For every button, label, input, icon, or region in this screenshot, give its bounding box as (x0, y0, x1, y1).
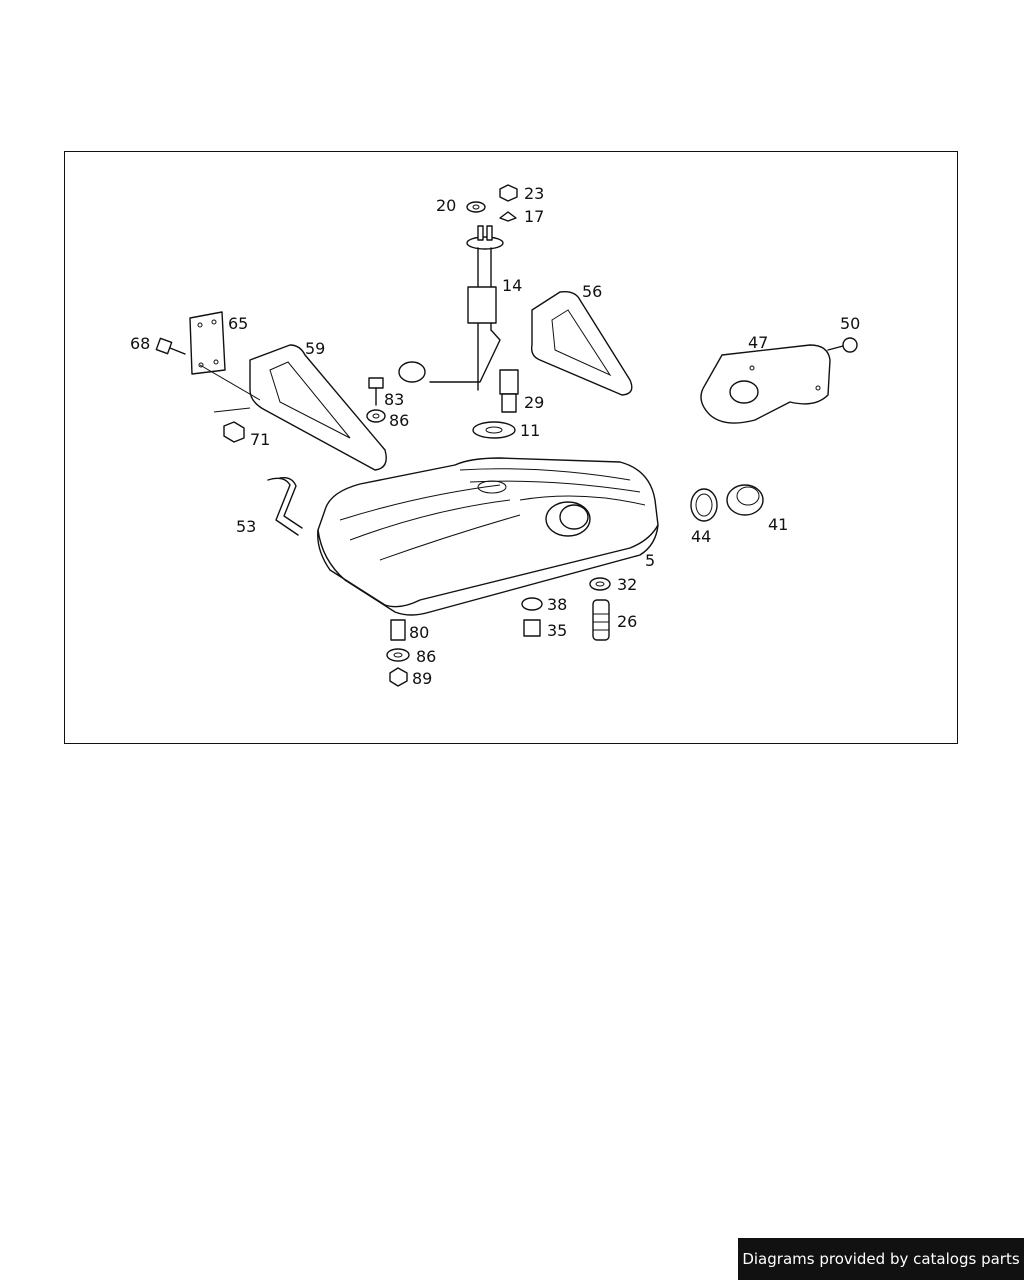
callout-20: 20 (436, 196, 457, 215)
bracket-part-56[interactable] (530, 290, 633, 396)
callout-29: 29 (524, 393, 545, 412)
washer-part-32[interactable] (589, 577, 611, 591)
callout-50: 50 (840, 314, 861, 333)
callout-5: 5 (645, 551, 656, 570)
hose-part-53[interactable] (267, 476, 303, 536)
callout-11: 11 (520, 421, 541, 440)
callout-32: 32 (617, 575, 638, 594)
washer-part-20[interactable] (466, 201, 486, 213)
diagram-frame (64, 151, 958, 744)
bolt-part-83[interactable] (368, 377, 384, 406)
bolt-part-68[interactable] (155, 337, 186, 355)
diagram-credit-text: Diagrams provided by catalogs parts (742, 1250, 1020, 1268)
callout-17: 17 (524, 207, 545, 226)
callout-23: 23 (524, 184, 545, 203)
callout-83: 83 (384, 390, 405, 409)
washer-part-86-lower[interactable] (386, 648, 410, 662)
washer-part-38[interactable] (521, 597, 543, 611)
callout-38: 38 (547, 595, 568, 614)
plate-part-65[interactable] (189, 311, 261, 401)
callout-53: 53 (236, 517, 257, 536)
seal-part-44[interactable] (690, 488, 718, 522)
fitting-part-29[interactable] (499, 369, 519, 413)
nut-part-71[interactable] (213, 407, 251, 443)
filler-neck-part-47[interactable] (700, 344, 831, 424)
callout-41: 41 (768, 515, 789, 534)
callout-86-lower: 86 (416, 647, 437, 666)
nut-part-89[interactable] (389, 667, 408, 687)
callout-68: 68 (130, 334, 151, 353)
callout-65: 65 (228, 314, 249, 333)
callout-86-upper: 86 (389, 411, 410, 430)
callout-14: 14 (502, 276, 523, 295)
callout-89: 89 (412, 669, 433, 688)
callout-56: 56 (582, 282, 603, 301)
screw-part-50[interactable] (827, 337, 858, 353)
drain-valve-part-26[interactable] (592, 599, 610, 641)
plug-part-35[interactable] (523, 619, 541, 637)
clip-part-17[interactable] (499, 211, 517, 222)
callout-47: 47 (748, 333, 769, 352)
callout-26: 26 (617, 612, 638, 631)
callout-35: 35 (547, 621, 568, 640)
diagram-credit-badge: Diagrams provided by catalogs parts (738, 1238, 1024, 1280)
washer-part-86-upper[interactable] (366, 409, 386, 423)
callout-59: 59 (305, 339, 326, 358)
nut-part-23[interactable] (499, 184, 518, 202)
callout-44: 44 (691, 527, 712, 546)
fuel-cap-part-41[interactable] (726, 484, 764, 516)
seal-ring-part-11[interactable] (472, 421, 516, 439)
spacer-part-80[interactable] (390, 619, 406, 641)
fuel-sender-unit-part[interactable] (398, 225, 504, 391)
callout-80: 80 (409, 623, 430, 642)
bracket-part-59[interactable] (249, 344, 387, 471)
fuel-tank-part[interactable] (317, 457, 659, 616)
callout-71: 71 (250, 430, 271, 449)
